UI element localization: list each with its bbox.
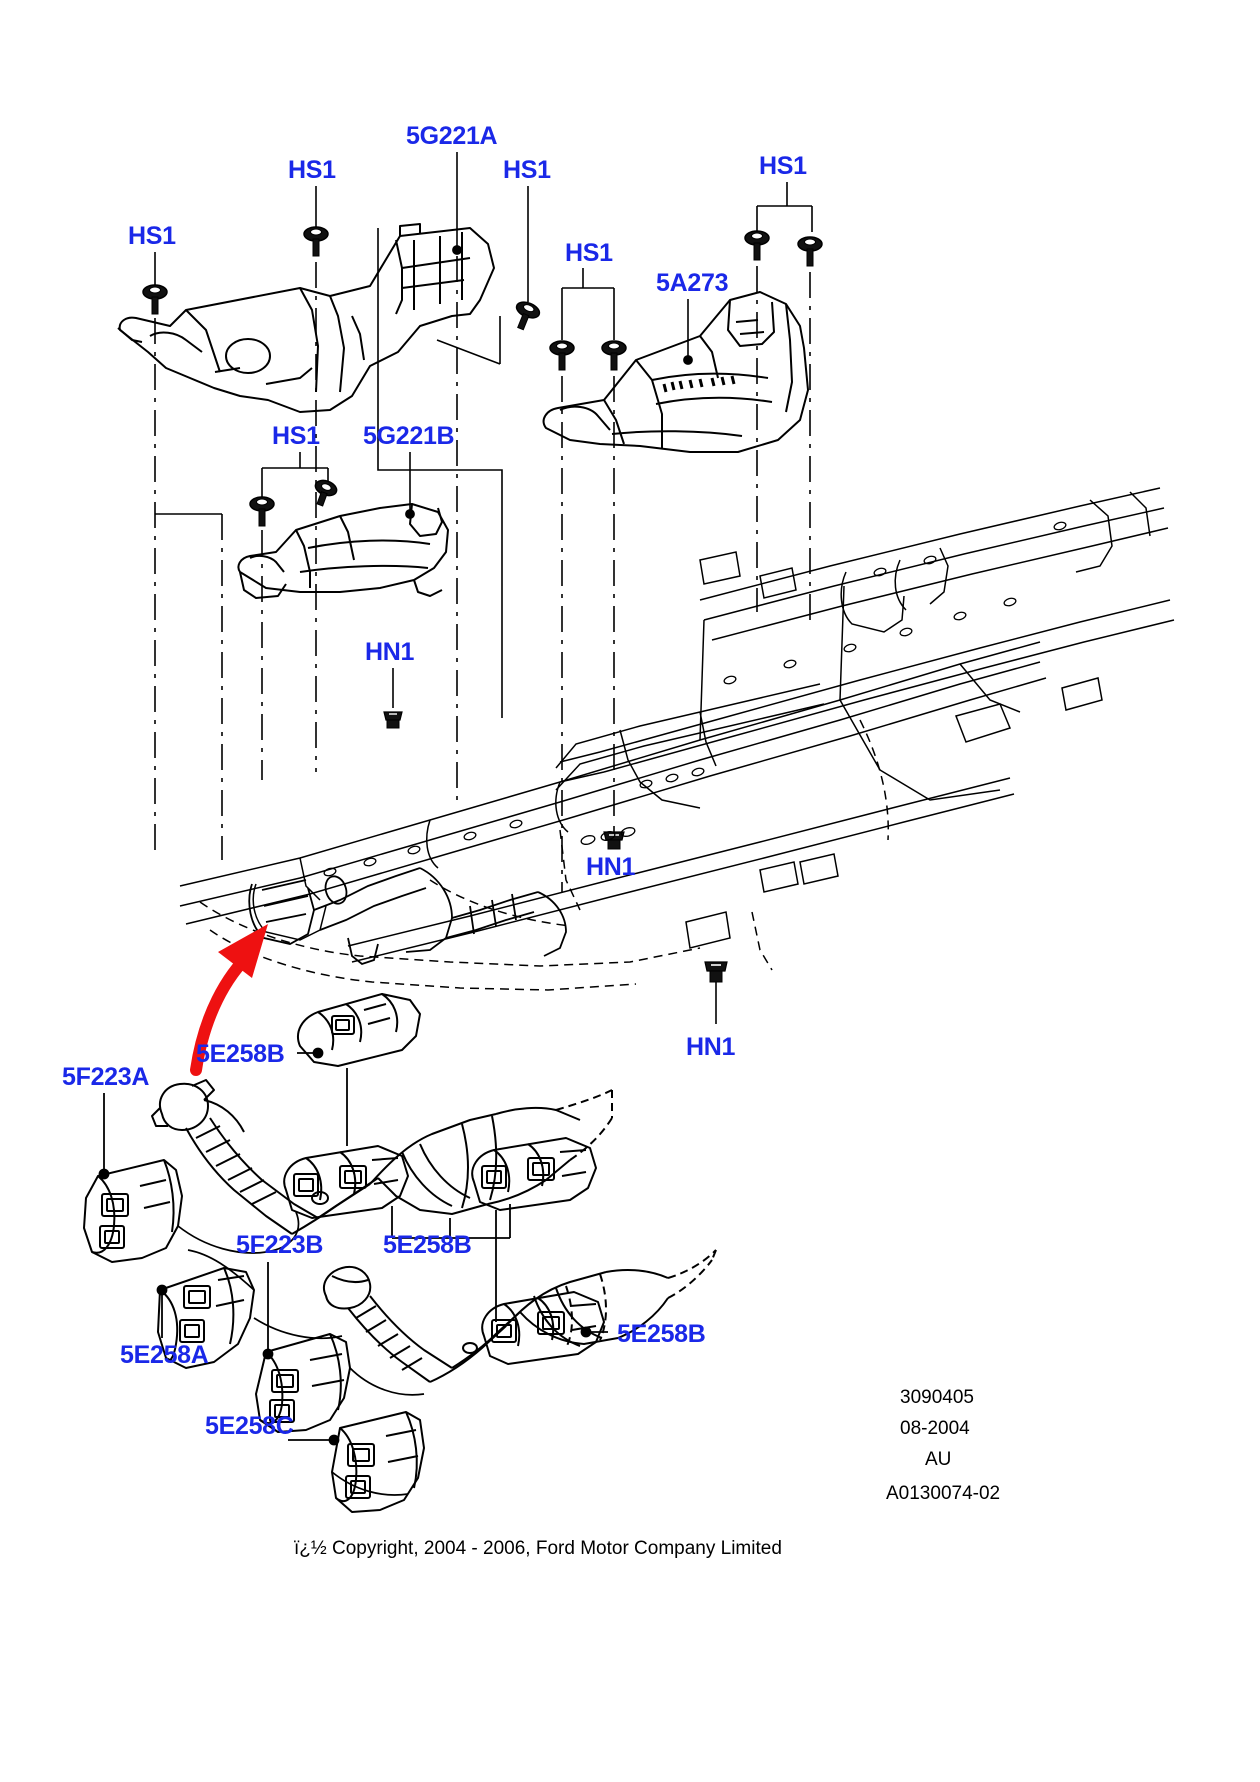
assembly-corner-lines (155, 228, 503, 718)
callout-5e258b-1[interactable]: 5E258B (196, 1040, 285, 1068)
exhaust-phantom-outline (199, 719, 890, 991)
copyright-notice: ï¿½ Copyright, 2004 - 2006, Ford Motor C… (294, 1538, 782, 1559)
callout-5a273[interactable]: 5A273 (656, 269, 729, 297)
bottom-leader-lines (98, 245, 693, 1446)
catalyst-assembly-lower (323, 1249, 717, 1383)
callout-5f223b[interactable]: 5F223B (236, 1231, 324, 1259)
callout-5e258b-3[interactable]: 5E258B (617, 1320, 706, 1348)
callout-hn1-middle[interactable]: HN1 (586, 853, 636, 881)
callout-5g221b[interactable]: 5G221B (363, 422, 455, 450)
heat-shield-5g221b (237, 503, 449, 599)
heat-shield-5e258a (157, 1267, 255, 1369)
fasteners-hs1-group (142, 226, 823, 527)
callout-hs1-pair-mid[interactable]: HS1 (565, 239, 613, 267)
heat-shield-5f223b (255, 1333, 351, 1433)
callout-5e258b-2[interactable]: 5E258B (383, 1231, 472, 1259)
heat-shield-5g221a (117, 223, 495, 413)
callout-hs1-5g221b[interactable]: HS1 (272, 422, 320, 450)
heat-shield-5e258b-center (283, 1145, 409, 1219)
heat-shield-5e258c (331, 1411, 425, 1513)
assembly-direction-arrow (190, 924, 268, 1076)
callout-hn1-upper[interactable]: HN1 (365, 638, 415, 666)
heat-shield-5e258b-upper (297, 993, 421, 1067)
callout-5e258c[interactable]: 5E258C (205, 1412, 294, 1440)
callout-hs1-upper-left[interactable]: HS1 (288, 156, 336, 184)
heat-shield-5f223a (83, 1159, 183, 1263)
callout-hs1-far-left[interactable]: HS1 (128, 222, 176, 250)
assembly-reference-lines (154, 256, 811, 892)
catalyst-assembly-upper (151, 1079, 613, 1235)
chassis-frame (179, 487, 1175, 963)
callout-5g221a[interactable]: 5G221A (406, 122, 498, 150)
heat-shield-5e258b-right (471, 1137, 597, 1211)
heat-shield-5a273 (542, 291, 809, 453)
drawing-number: 3090405 (900, 1387, 974, 1408)
callout-5e258a[interactable]: 5E258A (120, 1341, 209, 1369)
installed-exhaust-assembly (248, 867, 567, 966)
shield-group-bracket (391, 1204, 511, 1239)
shield-attach-curves (177, 1211, 425, 1496)
callout-hs1-mid-top[interactable]: HS1 (503, 156, 551, 184)
callout-hs1-pair-right[interactable]: HS1 (759, 152, 807, 180)
heat-shield-5e258b-lower (481, 1291, 605, 1365)
market-code: AU (925, 1449, 952, 1470)
figure-id: A0130074-02 (886, 1483, 1001, 1504)
callout-5f223a[interactable]: 5F223A (62, 1063, 150, 1091)
callout-hn1-lower[interactable]: HN1 (686, 1033, 736, 1061)
leader-lines-group (154, 152, 813, 1024)
drawing-date: 08-2004 (900, 1418, 970, 1439)
